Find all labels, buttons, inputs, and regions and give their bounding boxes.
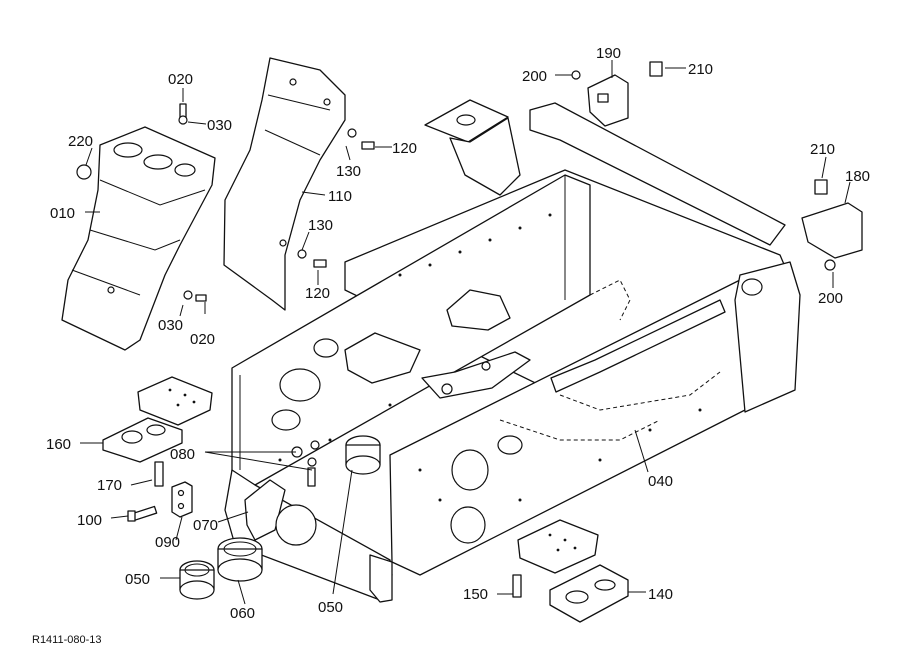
label-190: 190 xyxy=(596,45,621,62)
leader-lines xyxy=(80,60,851,605)
label-020-bottom: 020 xyxy=(190,331,215,348)
bracket-070 xyxy=(244,479,286,541)
drawing-reference-code: R1411-080-13 xyxy=(32,634,102,646)
plate-160 xyxy=(102,376,213,487)
cover-010 xyxy=(61,126,216,351)
label-160: 160 xyxy=(46,436,71,453)
label-110: 110 xyxy=(328,188,352,205)
label-090: 090 xyxy=(155,534,180,551)
bracket-180 xyxy=(801,202,863,259)
label-130-bottom: 130 xyxy=(308,217,333,234)
label-070: 070 xyxy=(193,517,218,534)
label-120-top: 120 xyxy=(392,140,417,157)
label-030-bottom: 030 xyxy=(158,317,183,334)
label-150: 150 xyxy=(463,586,488,603)
label-040: 040 xyxy=(648,473,673,490)
bracket-190 xyxy=(587,74,629,127)
bolt-080 xyxy=(291,440,320,487)
bushing-050-left xyxy=(179,560,215,600)
label-030-top: 030 xyxy=(207,117,232,134)
cover-110 xyxy=(223,57,346,311)
label-050-center: 050 xyxy=(318,599,343,616)
label-170: 170 xyxy=(97,477,122,494)
label-100: 100 xyxy=(77,512,102,529)
label-220: 220 xyxy=(68,133,93,150)
label-180: 180 xyxy=(845,168,870,185)
label-140: 140 xyxy=(648,586,673,603)
label-200-right: 200 xyxy=(818,290,843,307)
part-labels: 020 030 220 010 030 020 130 120 110 130 … xyxy=(32,45,870,646)
label-210-right: 210 xyxy=(810,141,835,158)
label-060: 060 xyxy=(230,605,255,622)
plate-140 xyxy=(512,519,629,623)
label-010: 010 xyxy=(50,205,75,222)
small-fasteners xyxy=(76,61,836,302)
bushing-060 xyxy=(217,537,263,582)
label-210-top: 210 xyxy=(688,61,713,78)
bolt-100 xyxy=(127,505,158,522)
label-020-top: 020 xyxy=(168,71,193,88)
block-090 xyxy=(171,481,193,518)
bushing-050-frame xyxy=(275,435,381,546)
label-130-top: 130 xyxy=(336,163,361,180)
label-120-bottom: 120 xyxy=(305,285,330,302)
label-080: 080 xyxy=(170,446,195,463)
label-050-left: 050 xyxy=(125,571,150,588)
label-200-top: 200 xyxy=(522,68,547,85)
